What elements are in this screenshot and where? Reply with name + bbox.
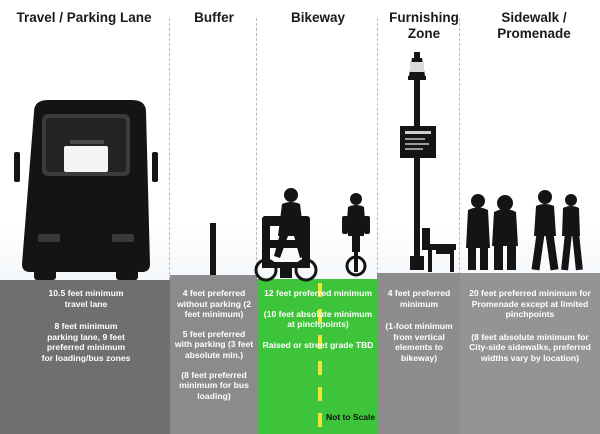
divider-4	[459, 18, 460, 280]
bikeway-notes: 12 feet preferred minimum (10 feet absol…	[262, 288, 374, 359]
sidewalk-notes: 20 feet preferred minimum for Promenade …	[466, 288, 594, 373]
sidewalk-surface	[460, 273, 600, 434]
header-furnishing-zone: Furnishing Zone	[389, 10, 459, 41]
cyclist-icon	[342, 193, 370, 277]
note-bikeway-absolute: (10 feet absolute minimum at pinchpoints…	[263, 308, 373, 330]
note-travel-lane-width: 10.5 feet minimum travel lane	[48, 288, 124, 309]
note-furnishing-preferred: 4 feet preferred minimum	[387, 288, 451, 309]
header-buffer: Buffer	[194, 10, 234, 25]
bench-icon	[422, 228, 456, 272]
divider-2	[256, 18, 257, 280]
note-bikeway-grade: Raised or street grade TBD	[262, 339, 374, 350]
header-bikeway: Bikeway	[290, 10, 346, 25]
note-parking-lane-width: 8 feet minimum parking lane, 9 feet pref…	[41, 321, 131, 363]
travel-lane-surface	[0, 280, 170, 434]
header-travel-parking-lane: Travel / Parking Lane	[16, 10, 152, 25]
note-buffer-bus-loading: (8 feet preferred minimum for bus loadin…	[179, 369, 249, 401]
divider-3	[377, 18, 378, 280]
pedicab-icon	[254, 188, 318, 282]
travel-lane-notes: 10.5 feet minimum travel lane 8 feet min…	[40, 288, 132, 373]
bikeway-surface	[257, 279, 377, 434]
buffer-notes: 4 feet preferred without parking (2 feet…	[174, 288, 254, 410]
street-lamp-icon	[408, 52, 426, 270]
buffer-surface	[170, 275, 257, 434]
note-sidewalk-width: (8 feet absolute minimum for City-side s…	[469, 331, 591, 363]
bollard-icon	[210, 223, 216, 275]
note-buffer-without-parking: 4 feet preferred without parking (2 feet…	[177, 288, 251, 320]
pedestrians-icon	[466, 190, 583, 271]
sign-icon	[400, 126, 436, 158]
furnishing-notes: 4 feet preferred minimum (1-foot minimum…	[383, 288, 455, 373]
header-sidewalk-promenade: Sidewalk / Promenade	[497, 10, 571, 41]
note-promenade-width: 20 feet preferred minimum for Promenade …	[469, 288, 591, 320]
note-buffer-with-parking: 5 feet preferred with parking (3 feet ab…	[174, 328, 254, 360]
note-furnishing-clearance: (1-foot minimum from vertical elements t…	[385, 321, 453, 363]
scale-note: Not to Scale	[326, 412, 376, 422]
furnishing-surface	[377, 273, 460, 434]
note-bikeway-preferred: 12 feet preferred minimum	[264, 288, 372, 298]
bike-lane-dashes	[318, 283, 322, 427]
divider-1	[169, 18, 170, 280]
bus-silhouette-icon	[14, 100, 158, 280]
